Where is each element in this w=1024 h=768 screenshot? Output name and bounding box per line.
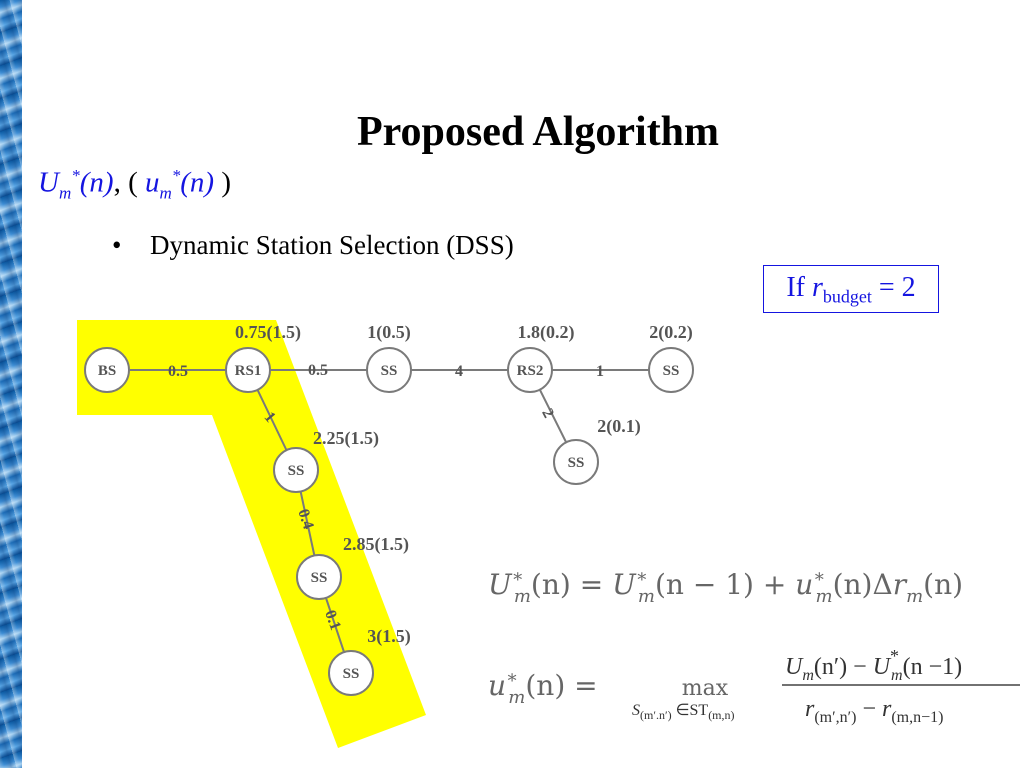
node-ss3 (553, 439, 599, 485)
eq2-num-m: m (802, 667, 814, 684)
node-value-ss5: 2.85(1.5) (343, 534, 409, 555)
budget-sub: budget (822, 286, 872, 307)
eq1-rhs-arg1: (n − 1) + (655, 568, 795, 601)
eq2-u: u (488, 669, 506, 702)
eq2-max-subscript: S(m′.n′) ∈ST(m,n) (632, 702, 735, 722)
eq2-max-sub-args: (m′.n′) (640, 708, 672, 722)
subtitle-star2: * (171, 166, 181, 185)
eq1-star: ∗ (512, 566, 524, 587)
budget-r: r (811, 272, 823, 303)
node-rs2 (507, 347, 553, 393)
eq1-rhs-arg2: (n)Δ (833, 568, 893, 601)
eq2-max-sub-range: (m,n) (708, 708, 734, 722)
eq2-lhs-arg: (n) = (525, 669, 597, 702)
node-value-ss2: 2(0.2) (649, 322, 693, 343)
eq1-lhs-arg: (n) = (531, 568, 612, 601)
eq2-num-m2: m (891, 667, 903, 684)
eq1-star2: ∗ (636, 566, 648, 587)
graph-nodes: BS RS1 0.75(1.5) SS 1(0.5) RS2 1.8(0.2) SS 2(0.2… (84, 322, 694, 696)
eq2-num-U1: U (785, 654, 804, 680)
eq2-num-arg1: (n′) − (814, 654, 873, 680)
eq2-den-minus: − (856, 696, 882, 722)
node-value-ss6: 3(1.5) (367, 626, 411, 647)
eq1-U: U (488, 568, 513, 601)
eq1-U2: U (612, 568, 637, 601)
node-label-rs1: RS1 (235, 363, 262, 379)
budget-box: If rbudget = 2 (763, 265, 939, 313)
eq2-numerator: Um(n′) − U*m(n −1) (785, 646, 962, 684)
subtitle-sep: , ( (113, 166, 145, 199)
budget-prefix: If (786, 272, 812, 303)
edge-label-rs1-ss1: 0.5 (308, 362, 328, 379)
eq1-star3: ∗ (813, 566, 825, 587)
eq2-max: max (682, 676, 729, 701)
edge-label-rs2-ss2: 1 (596, 363, 604, 380)
eq2-num-U2: U (873, 654, 892, 680)
node-ss5 (296, 554, 342, 600)
bullet-item: • Dynamic Station Selection (DSS) (112, 230, 514, 261)
edge-label-ss1-rs2: 4 (455, 363, 463, 380)
node-value-rs1: 0.75(1.5) (235, 322, 301, 343)
node-rs1 (225, 347, 271, 393)
node-label-bs: BS (98, 363, 116, 379)
eq2-num-star: * (890, 646, 899, 666)
node-label-rs2: RS2 (517, 363, 544, 379)
budget-suffix: = 2 (871, 272, 916, 303)
eq2-den-sub1: (m′,n′) (814, 709, 856, 726)
decorative-sidebar (0, 0, 22, 768)
bullet-dot: • (112, 230, 122, 260)
subtitle-u: u (144, 166, 160, 199)
subtitle-U: U (38, 166, 59, 199)
bullet-text: Dynamic Station Selection (DSS) (150, 230, 514, 260)
node-bs (84, 347, 130, 393)
edge-label-ss5-ss6: 0.1 (321, 608, 344, 633)
node-value-rs2: 1.8(0.2) (518, 322, 575, 343)
node-ss6 (328, 650, 374, 696)
subtitle-n1: (n) (79, 166, 114, 199)
node-label-ss4: SS (288, 463, 305, 479)
eq1-rhs-arg3: (n) (923, 568, 963, 601)
subtitle-n2: (n) (180, 166, 215, 199)
edge-label-bs-rs1: 0.5 (168, 363, 188, 380)
node-ss2 (648, 347, 694, 393)
eq2-max-sub-in: ∈ST (672, 702, 709, 719)
node-ss4 (273, 447, 319, 493)
eq2-den-r1: r (805, 696, 815, 722)
eq1-m: m (514, 586, 531, 607)
eq1-m4: m (906, 586, 923, 607)
eq2-max-sub: S (632, 702, 640, 719)
subtitle-m1: m (58, 183, 72, 203)
eq1-m2: m (638, 586, 655, 607)
edge-label-ss4-ss5: 0.4 (294, 507, 316, 531)
node-value-ss3: 2(0.1) (597, 416, 641, 437)
node-value-ss1: 1(0.5) (367, 322, 411, 343)
slide-subtitle: Um*(n), ( um*(n) ) (38, 166, 231, 203)
subtitle-m2: m (159, 183, 172, 203)
subtitle-close: ) (214, 166, 232, 199)
eq2-den-sub2: (m,n−1) (891, 709, 943, 726)
slide-title: Proposed Algorithm (356, 109, 720, 155)
eq1-u: u (795, 568, 813, 601)
node-ss1 (366, 347, 412, 393)
equation-2-lhs: u∗m(n) = (488, 667, 598, 708)
node-label-ss5: SS (311, 570, 328, 586)
eq1-m3: m (816, 586, 833, 607)
subtitle-star1: * (71, 166, 80, 185)
node-value-ss4: 2.25(1.5) (313, 428, 379, 449)
eq1-r: r (893, 568, 908, 601)
eq2-num-arg2: (n −1) (903, 654, 963, 680)
node-label-ss1: SS (381, 363, 398, 379)
selected-path-highlight (77, 320, 426, 748)
node-label-ss2: SS (663, 363, 680, 379)
eq2-m: m (508, 687, 525, 708)
equation-1: U∗m(n) = U∗m(n − 1) + u∗m(n)Δrm(n) (488, 566, 963, 607)
eq2-den-r2: r (882, 696, 892, 722)
eq2-denominator: r(m′,n′) − r(m,n−1) (805, 696, 943, 726)
node-label-ss6: SS (343, 666, 360, 682)
eq2-star: ∗ (506, 667, 518, 688)
node-label-ss3: SS (568, 455, 585, 471)
